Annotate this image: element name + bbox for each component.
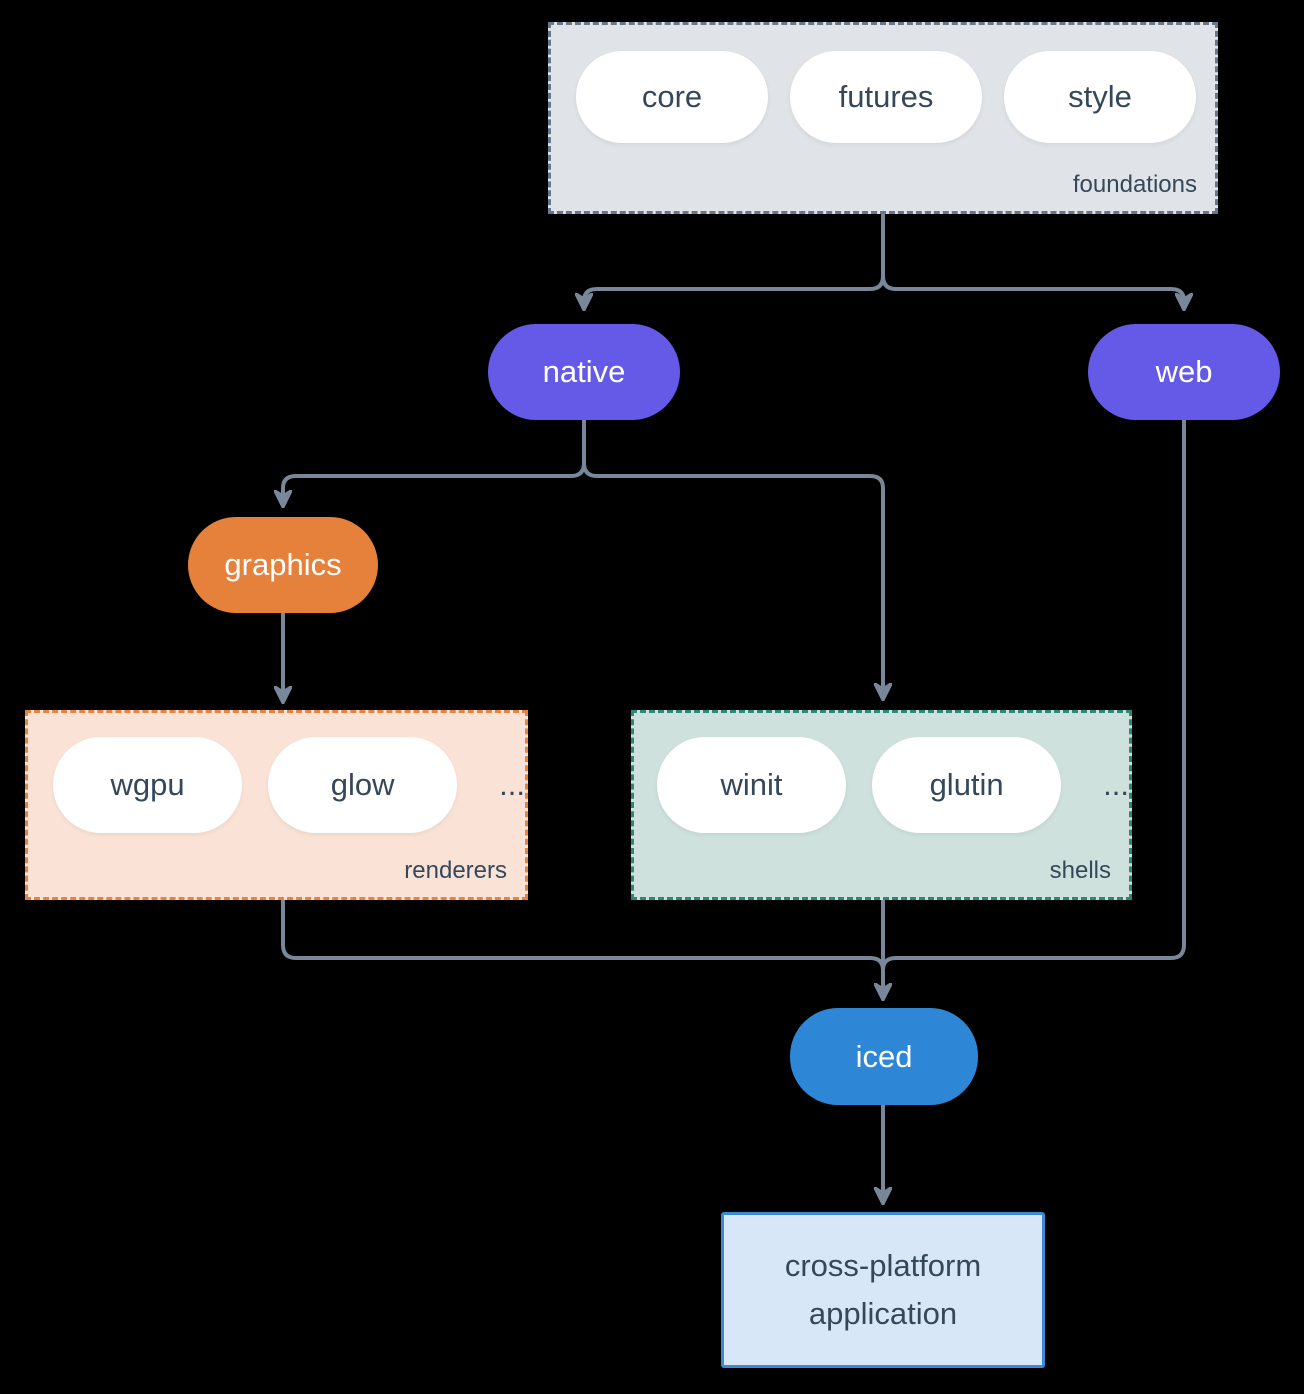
group-renderers: wgpu glow ... renderers xyxy=(25,710,528,900)
shells-label: shells xyxy=(1049,857,1111,884)
node-web: web xyxy=(1088,324,1280,420)
node-iced: iced xyxy=(790,1008,978,1105)
node-wgpu: wgpu xyxy=(53,737,243,833)
renderers-label: renderers xyxy=(404,857,507,884)
node-style: style xyxy=(1004,51,1196,143)
group-shells: winit glutin ... shells xyxy=(631,710,1132,900)
node-native: native xyxy=(488,324,680,420)
node-core: core xyxy=(576,51,768,143)
node-futures: futures xyxy=(790,51,982,143)
foundations-label: foundations xyxy=(1072,171,1197,198)
connector-renderers-merge xyxy=(281,900,885,971)
node-glutin: glutin xyxy=(872,737,1062,833)
shells-pills-row: winit glutin ... xyxy=(634,713,1129,833)
renderers-pills-row: wgpu glow ... xyxy=(28,713,525,833)
foundations-pills-row: core futures style xyxy=(551,25,1215,143)
node-glow: glow xyxy=(268,737,458,833)
node-graphics: graphics xyxy=(188,517,378,613)
connector-native-shells xyxy=(582,462,883,696)
shells-ellipsis: ... xyxy=(1103,767,1129,802)
node-cross-platform-application: cross-platform application xyxy=(721,1212,1045,1368)
renderers-ellipsis: ... xyxy=(499,767,525,802)
connector-foundations-native xyxy=(584,214,885,306)
group-foundations: core futures style foundations xyxy=(548,22,1218,214)
connector-native-graphics xyxy=(283,420,586,503)
node-winit: winit xyxy=(657,737,847,833)
connector-foundations-web xyxy=(881,275,1184,306)
